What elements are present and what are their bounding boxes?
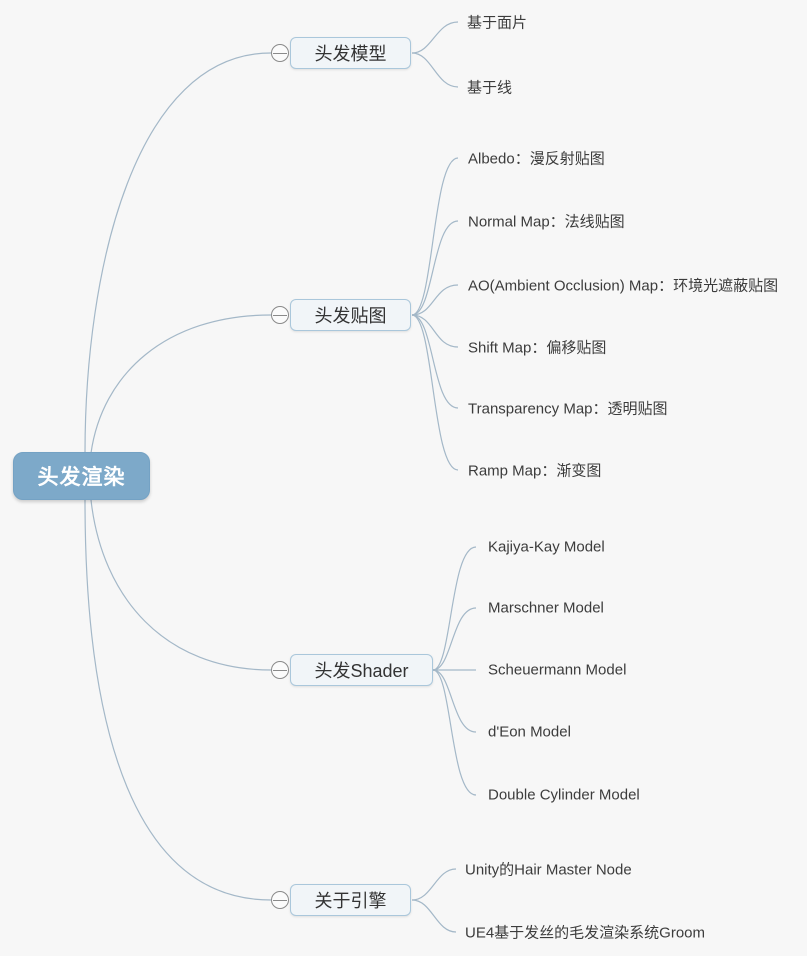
branch-node-label: 关于引擎 (314, 891, 387, 911)
branch-node-engines[interactable]: 关于引擎 (290, 884, 411, 916)
leaf-node-deon[interactable]: d'Eon Model (488, 723, 571, 741)
leaf-node-unity-hair-master[interactable]: Unity的Hair Master Node (465, 861, 632, 879)
leaf-node-transparency-map[interactable]: Transparency Map：透明贴图 (468, 400, 668, 418)
branch-node-label: 头发Shader (314, 661, 409, 681)
collapse-toggle-hair-textures[interactable] (271, 306, 289, 324)
collapse-toggle-hair-shader[interactable] (271, 661, 289, 679)
leaf-node-shift-map[interactable]: Shift Map：偏移贴图 (468, 339, 607, 357)
leaf-node-ao-map[interactable]: AO(Ambient Occlusion) Map：环境光遮蔽贴图 (468, 277, 779, 295)
leaf-node-scheuermann[interactable]: Scheuermann Model (488, 661, 627, 679)
branch-node-hair-shader[interactable]: 头发Shader (290, 654, 433, 686)
leaf-node-normal-map[interactable]: Normal Map：法线贴图 (468, 213, 625, 231)
leaf-node-patch-based[interactable]: 基于面片 (467, 14, 528, 32)
leaf-node-ramp-map[interactable]: Ramp Map：渐变图 (468, 462, 602, 480)
branch-node-hair-model[interactable]: 头发模型 (290, 37, 411, 69)
leaf-node-double-cylinder[interactable]: Double Cylinder Model (488, 786, 640, 804)
minus-icon (273, 900, 287, 901)
leaf-node-marschner[interactable]: Marschner Model (488, 599, 604, 617)
minus-icon (273, 670, 287, 671)
minus-icon (273, 315, 287, 316)
minus-icon (273, 53, 287, 54)
leaf-node-albedo[interactable]: Albedo：漫反射贴图 (468, 150, 605, 168)
leaf-node-kajiya-kay[interactable]: Kajiya-Kay Model (488, 538, 605, 556)
root-node[interactable]: 头发渲染 (13, 452, 150, 500)
branch-node-label: 头发模型 (314, 44, 387, 64)
leaf-node-ue4-groom[interactable]: UE4基于发丝的毛发渲染系统Groom (465, 924, 706, 942)
leaf-node-line-based[interactable]: 基于线 (467, 79, 513, 97)
root-node-label: 头发渲染 (37, 466, 126, 489)
branch-node-hair-textures[interactable]: 头发贴图 (290, 299, 411, 331)
branch-node-label: 头发贴图 (314, 306, 387, 326)
collapse-toggle-hair-model[interactable] (271, 44, 289, 62)
collapse-toggle-engines[interactable] (271, 891, 289, 909)
